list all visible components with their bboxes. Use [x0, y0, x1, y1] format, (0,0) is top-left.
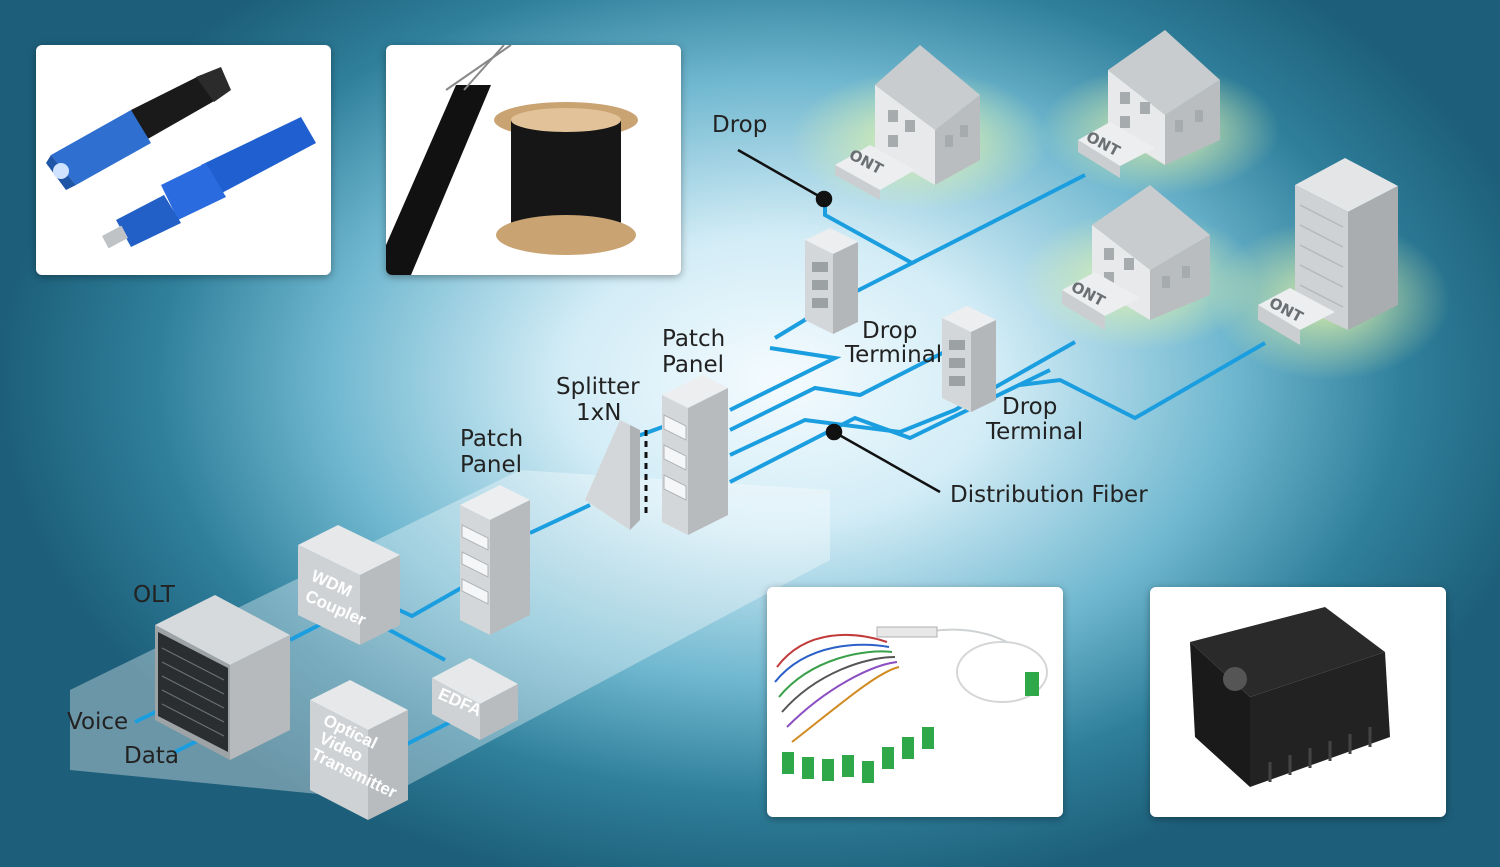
- sc-apc-connectors-icon: [782, 672, 1039, 783]
- house-1: [835, 45, 980, 200]
- edfa-box: [432, 658, 518, 740]
- patch-panel-right-label-line1: Patch: [662, 326, 725, 352]
- sc-connector-top-icon: [46, 67, 231, 190]
- drop-cable-spool-photo: [386, 45, 681, 275]
- sc-connector-bottom-icon: [102, 117, 316, 249]
- drop-cable-icon: [386, 45, 512, 275]
- drop-terminal-1-label-line1: Drop: [862, 318, 917, 344]
- house-2: [1078, 30, 1220, 178]
- drop-terminal-2-label-line2: Terminal: [985, 419, 1083, 445]
- distribution-box-photo: [1150, 587, 1446, 817]
- house-3: [1062, 185, 1210, 330]
- drop-terminal-1: [805, 228, 858, 334]
- fiber-house2: [911, 173, 1086, 265]
- olt-unit: [155, 595, 290, 760]
- splitter-label-line1: Splitter: [556, 374, 640, 400]
- patch-panel-left-label-line2: Panel: [460, 452, 522, 478]
- fast-connector-photo: [36, 45, 331, 275]
- wdm-coupler-box: [298, 525, 400, 645]
- voice-label: Voice: [67, 709, 128, 735]
- splitter-unit: [585, 420, 648, 530]
- drop-terminal-1-label-line2: Terminal: [844, 342, 942, 368]
- splitter-body-icon: [876, 626, 938, 638]
- fiber-dist-2: [729, 337, 971, 432]
- fiber-pigtails-icon: [774, 628, 1048, 743]
- patch-panel-left-label-line1: Patch: [460, 426, 523, 452]
- fiber-wdm-edfa: [381, 624, 446, 662]
- patch-panel-right: [662, 375, 728, 535]
- fiber-building: [1019, 341, 1266, 421]
- drop-terminal-2-label-line1: Drop: [1002, 394, 1057, 420]
- drop-label: Drop: [712, 112, 767, 138]
- patch-panel-right-label-line2: Panel: [662, 352, 724, 378]
- splitter-label-line2: 1xN: [576, 400, 621, 426]
- optical-video-transmitter-box: [310, 680, 408, 820]
- leader-lines: [737, 148, 941, 494]
- drop-terminal-2: [942, 306, 996, 412]
- cable-spool-icon: [494, 102, 638, 255]
- fiber-patch-splitter: [529, 503, 591, 535]
- data-label: Data: [124, 743, 179, 769]
- office-building: [1258, 158, 1398, 345]
- patch-panel-left: [460, 485, 530, 635]
- olt-label: OLT: [133, 582, 176, 608]
- fiber-drop-top: [773, 200, 917, 340]
- fiber-dist-1: [729, 346, 842, 412]
- fiber-distribution-box-icon: [1190, 607, 1390, 787]
- plc-splitter-photo: [767, 587, 1063, 817]
- distribution-fiber-label: Distribution Fiber: [950, 482, 1148, 508]
